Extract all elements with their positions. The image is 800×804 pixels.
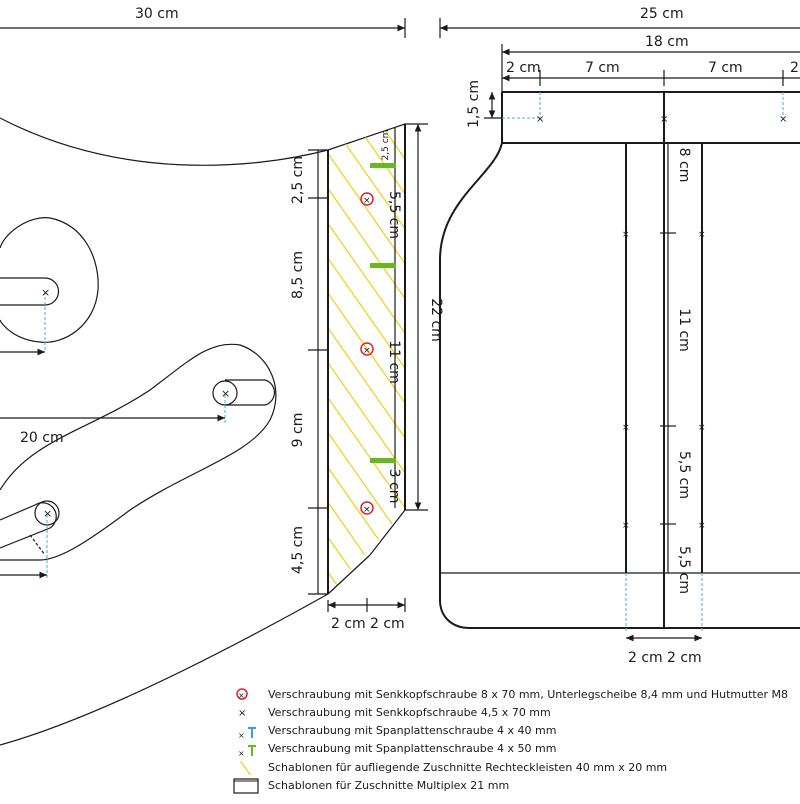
dim-label-seg-2cm-b: 2 [790, 60, 799, 76]
top-circle [0, 217, 99, 343]
legend-item-1: Verschraubung mit Senkkopfschraube 8 x 7… [268, 688, 788, 701]
red-x-marker-a: × [536, 114, 544, 125]
dim-label-seg-2cm-a: 2 cm [506, 60, 541, 76]
dim-label-right-11cm: 11 cm [676, 308, 692, 352]
legend: × Verschraubung mit Senkkopfschraube 8 x… [233, 688, 788, 794]
dim-label-bottom-right-2cm-b: 2 cm [667, 650, 702, 666]
dim-label-1-5cm: 1,5 cm [466, 80, 482, 128]
svg-text:×: × [698, 230, 706, 240]
legend-item-5: Schablonen für aufliegende Zuschnitte Re… [268, 761, 667, 774]
dim-label-bottom-left-2cm-a: 2 cm [331, 616, 366, 632]
dim-label-inner-11: 11 cm [386, 340, 402, 384]
dim-label-left-4-5: 4,5 cm [290, 526, 306, 574]
bottom-slot [0, 502, 57, 549]
legend-item-4: Verschraubung mit Spanplattenschraube 4 … [268, 742, 556, 755]
svg-text:×: × [698, 521, 706, 531]
dim-label-inner-5-5: 5,5 cm [386, 191, 402, 239]
right-green-markers: × × × × × × [622, 230, 706, 531]
red-circle-x-icon [236, 688, 248, 700]
svg-text:×: × [238, 691, 245, 700]
green-screw-markers [370, 163, 396, 463]
right-template: 25 cm 18 cm 2 cm 7 cm 7 cm 2 1,5 cm × × [439, 6, 800, 666]
svg-text:×: × [238, 731, 245, 740]
green-screw-icon: × [238, 745, 256, 758]
svg-text:×: × [698, 423, 706, 433]
legend-item-2: Verschraubung mit Senkkopfschraube 4,5 x… [268, 706, 551, 719]
dim-label-inner-3: 3 cm [386, 469, 402, 504]
left-top-curve [0, 117, 406, 166]
dim-label-8cm: 8 cm [676, 148, 692, 183]
dim-label-bottom-left-2cm-b: 2 cm [370, 616, 405, 632]
svg-text:×: × [221, 387, 230, 400]
legend-item-6: Schablonen für Zuschnitte Multiplex 21 m… [268, 779, 509, 792]
red-x-marker-c: × [779, 114, 787, 125]
svg-text:×: × [43, 507, 52, 520]
svg-text:×: × [363, 196, 371, 206]
blue-screw-icon: × [238, 727, 256, 740]
left-template: 30 cm × × × 20 cm [0, 6, 444, 746]
dim-label-seg-7cm-b: 7 cm [708, 60, 743, 76]
dim-label-seg-7cm-a: 7 cm [585, 60, 620, 76]
dim-label-18cm: 18 cm [645, 34, 689, 50]
svg-text:×: × [622, 521, 630, 531]
top-slot [0, 277, 60, 306]
left-bottom-curve [0, 593, 329, 746]
svg-text:×: × [363, 505, 371, 515]
svg-text:×: × [622, 423, 630, 433]
board-icon [233, 778, 259, 794]
top-hole-x-icon: × [41, 286, 50, 299]
dim-label-20cm: 20 cm [20, 430, 64, 446]
red-x-icon: × [238, 708, 246, 719]
yellow-hatch-icon [234, 761, 258, 775]
svg-text:×: × [238, 749, 245, 758]
dim-label-bottom-right-2cm-a: 2 cm [628, 650, 663, 666]
right-body-outline [439, 91, 800, 629]
dim-label-30cm: 30 cm [135, 6, 179, 22]
dim-label-22cm: 22 cm [428, 298, 444, 342]
svg-text:×: × [622, 230, 630, 240]
dim-label-inner-2-5: 2,5 cm [381, 130, 391, 161]
red-x-marker-b: × [660, 114, 668, 125]
dim-label-25cm: 25 cm [640, 6, 684, 22]
right-slot [225, 379, 276, 406]
dim-label-left-2-5: 2,5 cm [290, 156, 306, 204]
kidney-slot [0, 343, 277, 561]
dim-label-right-5-5-b: 5,5 cm [676, 546, 692, 594]
dim-label-left-8-5: 8,5 cm [290, 251, 306, 299]
hatched-strip [328, 124, 405, 594]
dim-label-right-5-5-a: 5,5 cm [676, 451, 692, 499]
legend-item-3: Verschraubung mit Spanplattenschraube 4 … [268, 724, 556, 737]
svg-text:×: × [363, 346, 371, 356]
red-circle-markers: × × × [360, 192, 374, 515]
dim-label-left-9: 9 cm [290, 413, 306, 448]
